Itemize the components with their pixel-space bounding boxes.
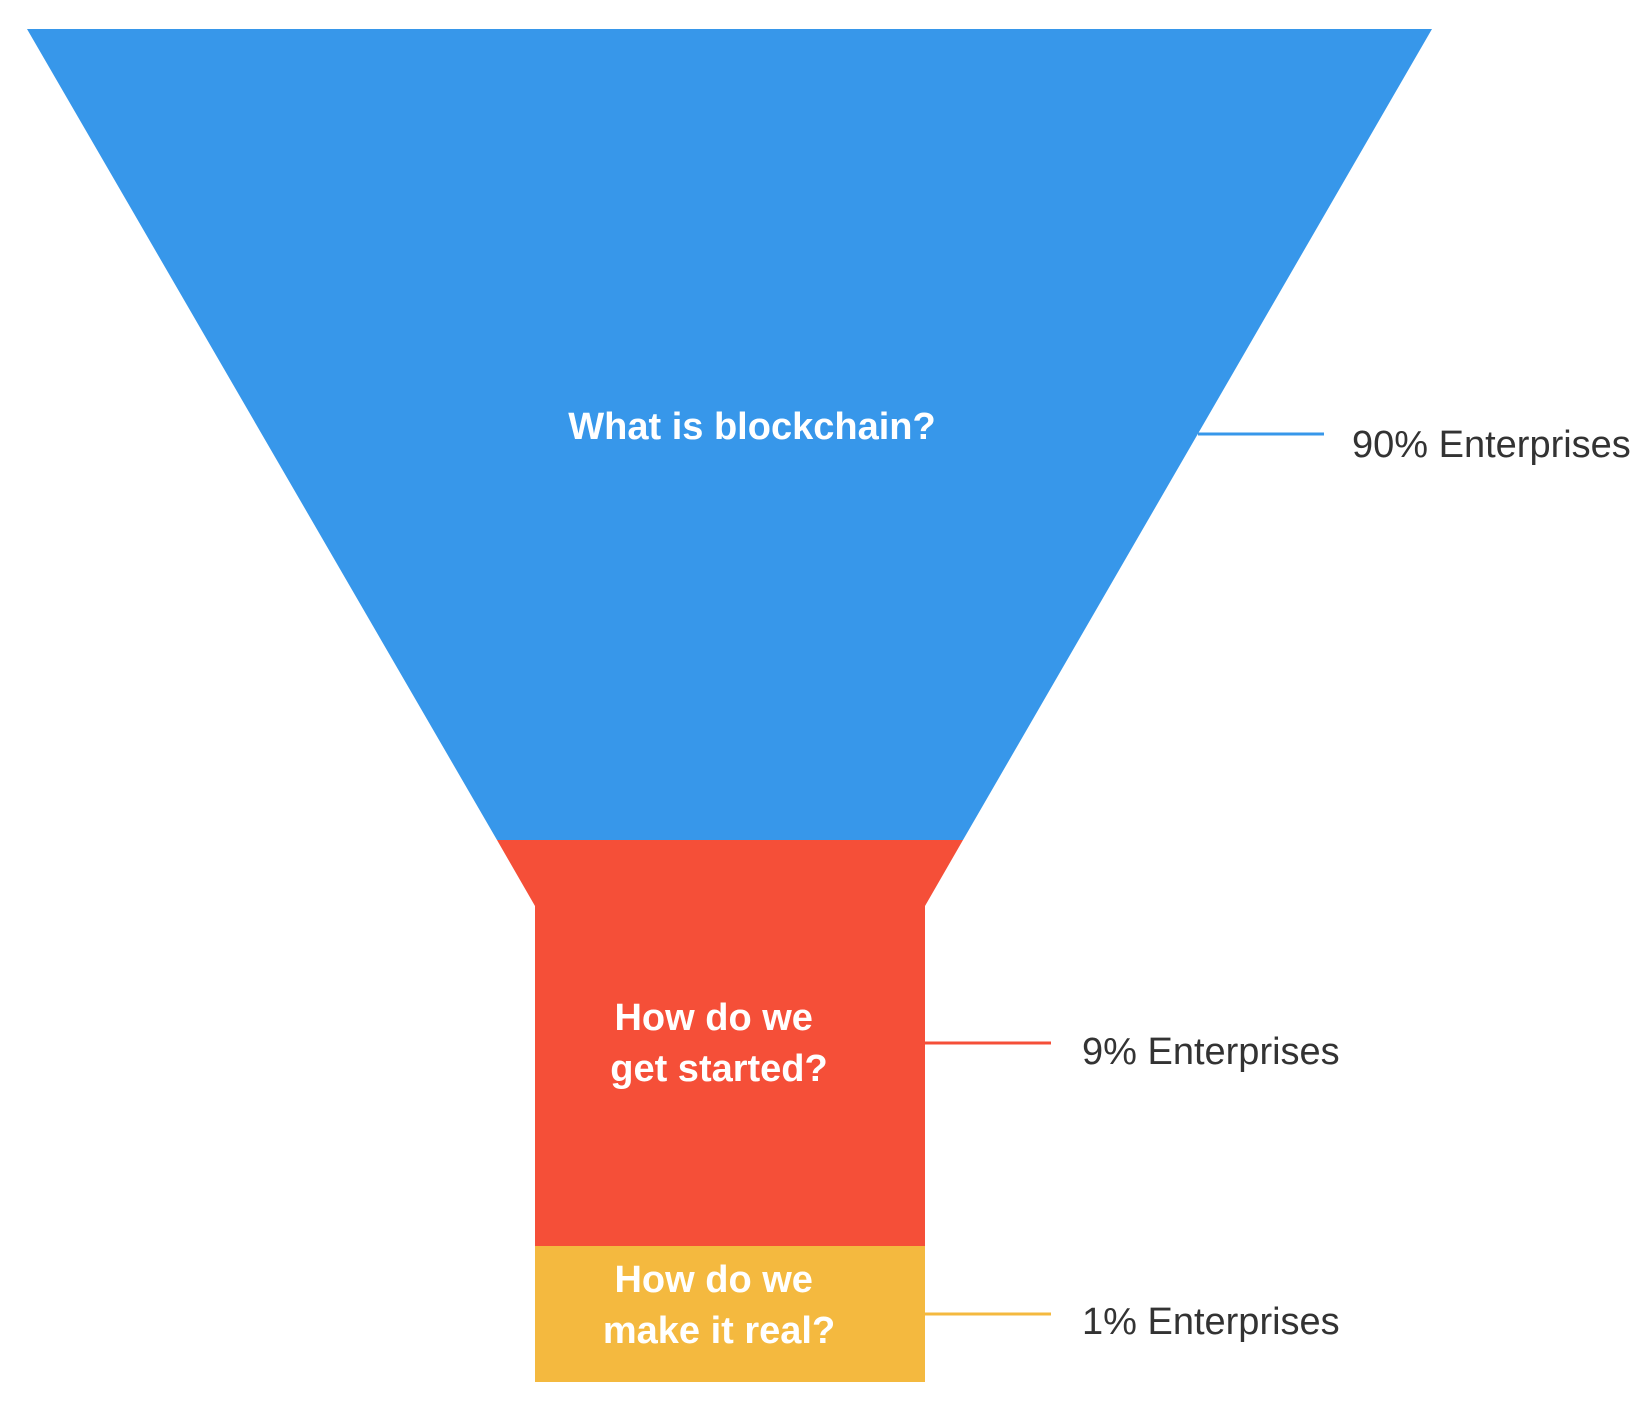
funnel-segment-yellow bbox=[535, 1246, 925, 1382]
funnel-stage-make-it-real: How do we make it real? 1% Enterprises bbox=[535, 1246, 1340, 1382]
stage-label-awareness: What is blockchain? bbox=[568, 406, 935, 448]
funnel-stage-awareness: What is blockchain? 90% Enterprises bbox=[27, 29, 1631, 840]
percent-label-make-it-real: 1% Enterprises bbox=[1082, 1301, 1340, 1343]
funnel-segment-red bbox=[497, 840, 963, 1246]
stage-label-make-it-real: How do we make it real? bbox=[603, 1259, 835, 1352]
funnel-stage-getting-started: How do we get started? 9% Enterprises bbox=[497, 840, 1340, 1246]
percent-label-awareness: 90% Enterprises bbox=[1352, 424, 1631, 466]
percent-label-getting-started: 9% Enterprises bbox=[1082, 1031, 1340, 1073]
stage-label-getting-started: How do we get started? bbox=[610, 997, 827, 1090]
funnel-segment-blue bbox=[27, 29, 1432, 840]
